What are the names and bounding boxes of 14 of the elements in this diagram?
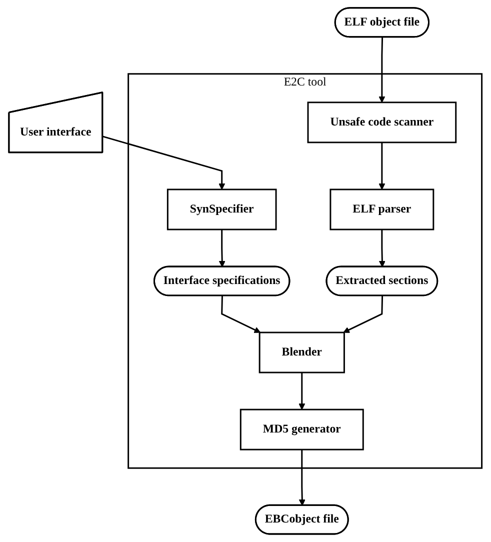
arrow [378,142,386,190]
arrow [102,136,226,190]
node-box: SynSpecifier [167,188,277,230]
arrow [299,450,306,506]
node-box: MD5 generator [240,408,364,450]
node-box: Blender [258,332,346,374]
node-box: Unsafe code scanner [307,102,457,144]
arrow [218,230,226,268]
arrow [298,372,306,410]
arrow [343,296,384,333]
arrow [221,296,261,333]
arrow [378,37,386,103]
arrow [379,230,386,268]
node-box: ELF parser [330,188,434,230]
